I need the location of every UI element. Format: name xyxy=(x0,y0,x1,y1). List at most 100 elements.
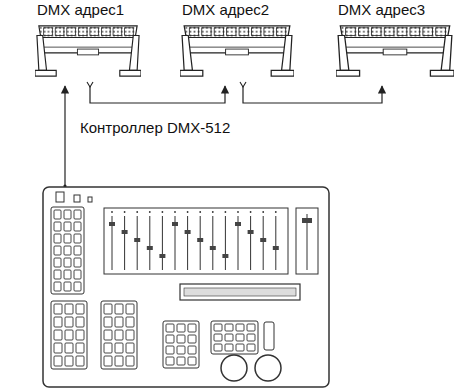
fader-led xyxy=(162,211,164,213)
led-lens xyxy=(410,28,420,36)
yoke-leg xyxy=(182,36,192,71)
key xyxy=(54,234,61,243)
key xyxy=(54,222,61,231)
fader-track xyxy=(162,216,163,270)
led-lens xyxy=(202,28,211,36)
led-lens xyxy=(55,28,64,36)
key xyxy=(104,330,112,340)
key xyxy=(177,357,185,365)
wheel xyxy=(221,355,247,381)
fader-knob xyxy=(235,222,241,226)
key xyxy=(64,282,71,291)
led-lens xyxy=(214,28,223,36)
fader-led xyxy=(250,211,252,213)
key xyxy=(54,246,61,255)
fader-knob xyxy=(210,246,216,250)
led-lens xyxy=(189,28,198,36)
key xyxy=(74,258,81,267)
fader-knob xyxy=(159,254,165,258)
led-lens xyxy=(78,28,87,36)
fader-knob xyxy=(185,230,191,234)
key xyxy=(236,324,244,331)
connector-panel xyxy=(383,49,407,55)
cable-line xyxy=(243,86,382,103)
button xyxy=(264,322,274,350)
key xyxy=(76,330,84,340)
fader-track xyxy=(250,216,251,270)
body-seam xyxy=(186,47,288,48)
fader-knob xyxy=(197,238,203,242)
key xyxy=(76,356,84,366)
key xyxy=(74,234,81,243)
keypad-frame xyxy=(101,301,137,369)
cable-line xyxy=(64,86,65,186)
key xyxy=(236,334,244,341)
led-lens xyxy=(371,28,381,36)
fader-knob xyxy=(122,230,128,234)
key xyxy=(54,282,61,291)
key xyxy=(188,324,196,332)
key xyxy=(64,222,71,231)
led-lens xyxy=(359,28,369,36)
key xyxy=(74,210,81,219)
switch xyxy=(56,192,64,202)
dmx-cable xyxy=(240,82,382,103)
key xyxy=(65,330,73,340)
led-lens xyxy=(227,28,236,36)
yoke-leg xyxy=(129,36,139,71)
display xyxy=(180,284,300,300)
key xyxy=(76,317,84,327)
led-lens xyxy=(239,28,248,36)
fader-bank xyxy=(104,208,288,274)
key xyxy=(166,357,174,365)
fader-knob xyxy=(273,246,279,250)
fader-led xyxy=(225,211,227,213)
fader-led xyxy=(212,211,214,213)
fader-led xyxy=(262,211,264,213)
fader-knob xyxy=(172,222,178,226)
led-lens xyxy=(125,28,134,36)
key xyxy=(236,344,244,351)
led-lens xyxy=(397,28,407,36)
key xyxy=(54,330,62,340)
key xyxy=(177,346,185,354)
fader-led xyxy=(124,211,126,213)
led-lens xyxy=(113,28,122,36)
fader-led xyxy=(111,211,113,213)
key xyxy=(74,282,81,291)
key xyxy=(247,324,255,331)
yoke-foot xyxy=(120,70,141,76)
led-lens xyxy=(101,28,110,36)
key xyxy=(115,317,123,327)
fader-track xyxy=(225,216,226,270)
fader-track xyxy=(263,216,264,270)
fader-track xyxy=(124,216,125,270)
key xyxy=(54,258,61,267)
wheel xyxy=(255,355,281,381)
key xyxy=(115,356,123,366)
key xyxy=(54,304,62,314)
dmx-cable xyxy=(63,86,66,188)
fader-knob xyxy=(134,238,140,242)
key xyxy=(188,335,196,343)
led-face xyxy=(184,26,290,38)
light-fixture: DMX адрес1 xyxy=(35,22,141,80)
led-lens xyxy=(67,28,76,36)
keypad-frame xyxy=(51,301,87,369)
key xyxy=(166,335,174,343)
keypad-frame xyxy=(51,207,84,294)
key xyxy=(177,335,185,343)
key xyxy=(126,343,134,353)
yoke-foot xyxy=(430,70,454,76)
key xyxy=(126,330,134,340)
switch xyxy=(74,195,80,202)
cable-line xyxy=(90,86,225,103)
led-lens xyxy=(264,28,273,36)
led-lens xyxy=(252,28,261,36)
body-seam xyxy=(342,47,447,48)
yoke-foot xyxy=(271,70,294,76)
fader-knob xyxy=(222,254,228,258)
led-lens xyxy=(44,28,53,36)
fader-knob xyxy=(302,218,312,223)
fader-track xyxy=(187,216,188,270)
